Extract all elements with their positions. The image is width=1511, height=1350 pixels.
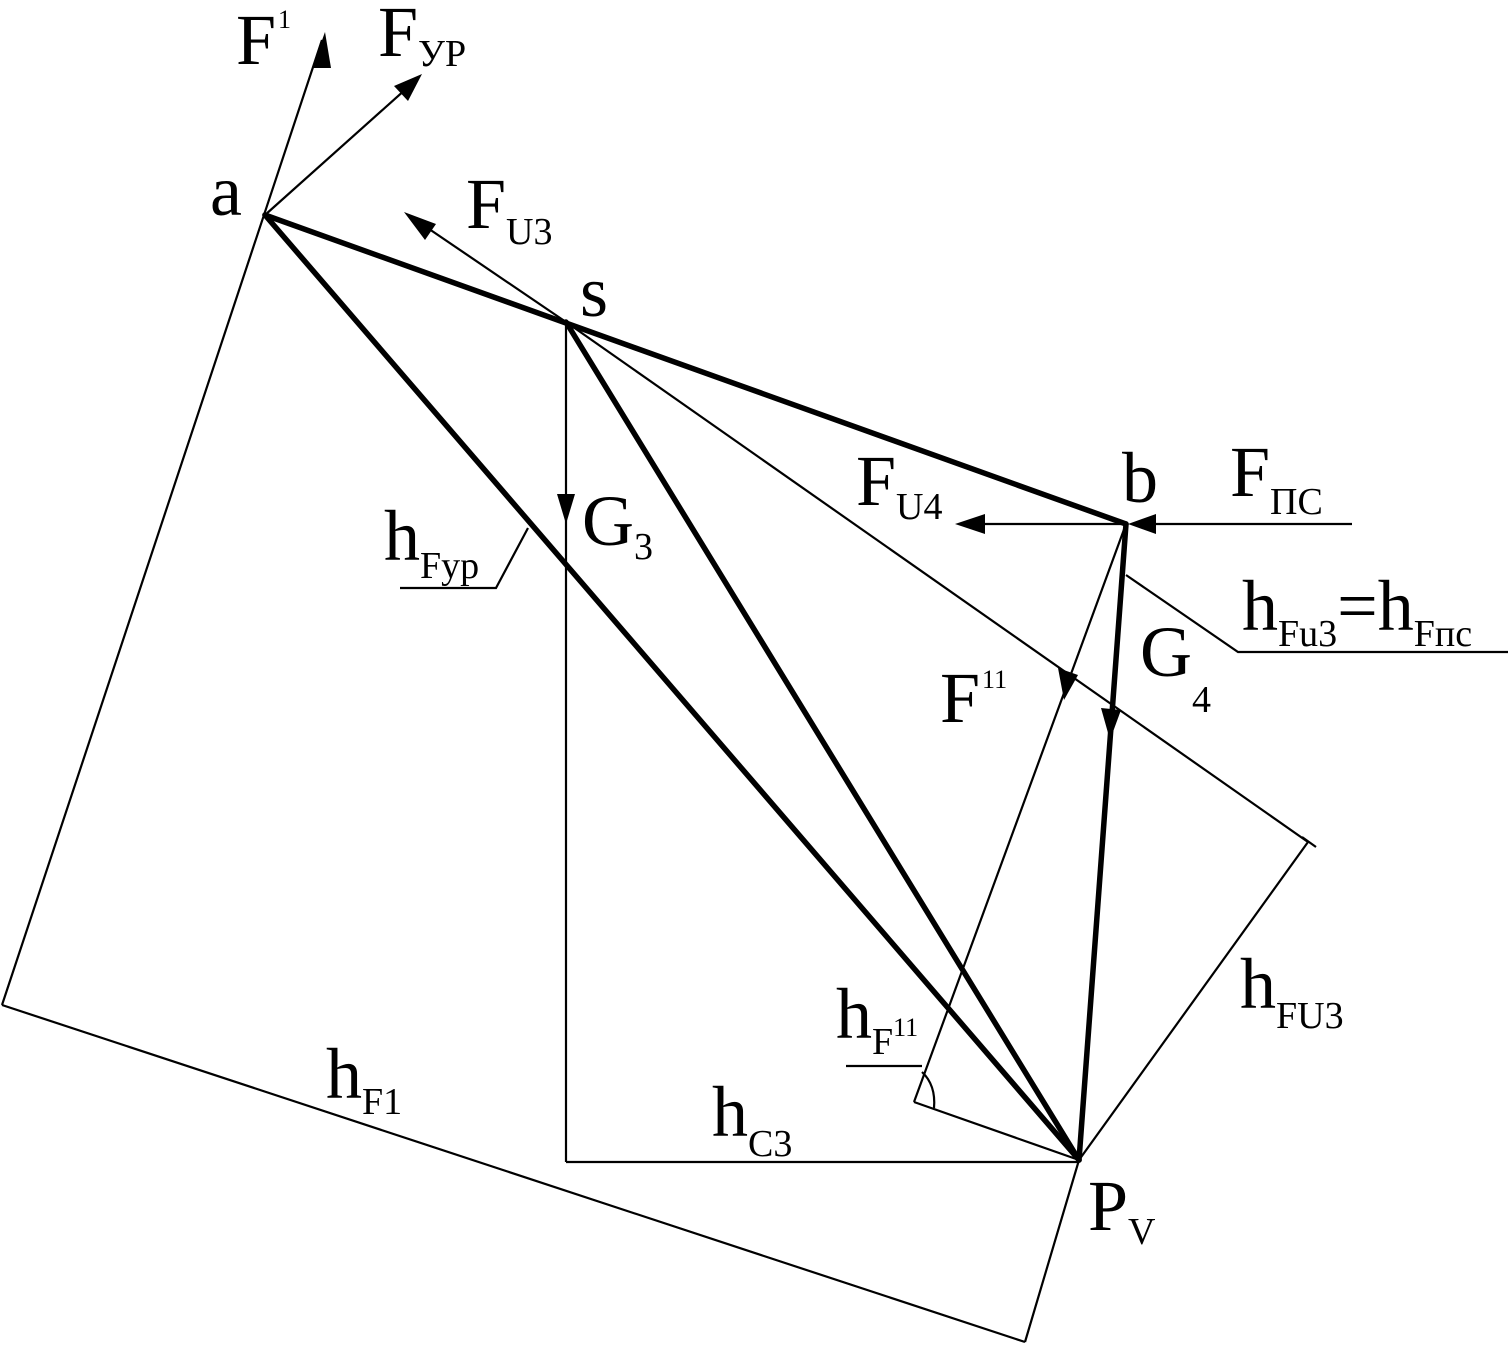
label-h-c3: hC3 bbox=[712, 1072, 792, 1165]
f-u4-arrowhead bbox=[955, 514, 985, 534]
h-f11-right-angle-arc bbox=[921, 1071, 936, 1109]
lever-a-pv bbox=[262, 212, 1082, 1163]
label-point-b: b bbox=[1122, 438, 1158, 518]
h-f11-line bbox=[913, 1100, 1080, 1162]
label-f-u3: FU3 bbox=[466, 164, 553, 253]
f-yp-line bbox=[264, 79, 417, 216]
g4-arrowhead bbox=[1101, 708, 1121, 740]
lever-b-pv bbox=[1076, 521, 1129, 1163]
label-f-yp: FУР bbox=[378, 0, 466, 75]
f-u3-extension-line bbox=[565, 321, 1309, 843]
label-g4: G4 bbox=[1140, 612, 1211, 721]
h-fu3-eq-leader bbox=[1125, 574, 1508, 654]
f-u3-line bbox=[409, 215, 567, 323]
label-h-f1: hF1 bbox=[326, 1034, 402, 1123]
label-f-pc: FПС bbox=[1230, 432, 1323, 523]
h-fu3-tick bbox=[1301, 836, 1317, 848]
label-point-a: a bbox=[210, 151, 242, 231]
label-h-fyp: hFyp bbox=[384, 496, 479, 587]
label-p-v: PV bbox=[1088, 1166, 1156, 1253]
lever-lines bbox=[262, 212, 1129, 1163]
f1-arrowhead bbox=[312, 32, 331, 68]
h-fyp-leader bbox=[400, 527, 529, 590]
h-f1-line bbox=[1, 1003, 1026, 1344]
label-point-s: s bbox=[580, 252, 608, 332]
lever-s-pv bbox=[563, 319, 1082, 1163]
f-yp-arrowhead bbox=[394, 74, 422, 101]
f11-line bbox=[912, 523, 1128, 1103]
f-u3-arrowhead bbox=[404, 212, 436, 240]
h-f1-right-line bbox=[1023, 1159, 1081, 1343]
labels: F1 FУР a FU3 s G3 hFyp FU4 b FПС hFu3=hF… bbox=[210, 0, 1472, 1253]
label-f-u4: FU4 bbox=[856, 441, 943, 528]
label-h-f11: hF11 bbox=[836, 974, 918, 1063]
g3-arrowhead bbox=[557, 494, 575, 524]
arrowheads bbox=[312, 32, 1156, 740]
label-h-fu3-right: hFU3 bbox=[1240, 944, 1344, 1037]
label-h-fu3-eq-h-fpc: hFu3=hFпс bbox=[1242, 566, 1472, 655]
label-f11: F11 bbox=[940, 658, 1007, 738]
f11-arrowhead bbox=[1058, 668, 1078, 700]
construction-lines bbox=[0, 39, 1508, 1344]
lever-a-b bbox=[262, 212, 1129, 527]
h-fu3-line bbox=[1078, 841, 1309, 1161]
label-f1-top: F1 bbox=[236, 0, 291, 80]
f-pc-arrowhead bbox=[1128, 514, 1156, 534]
label-g3: G3 bbox=[582, 481, 653, 568]
f1-line bbox=[0, 39, 324, 1006]
